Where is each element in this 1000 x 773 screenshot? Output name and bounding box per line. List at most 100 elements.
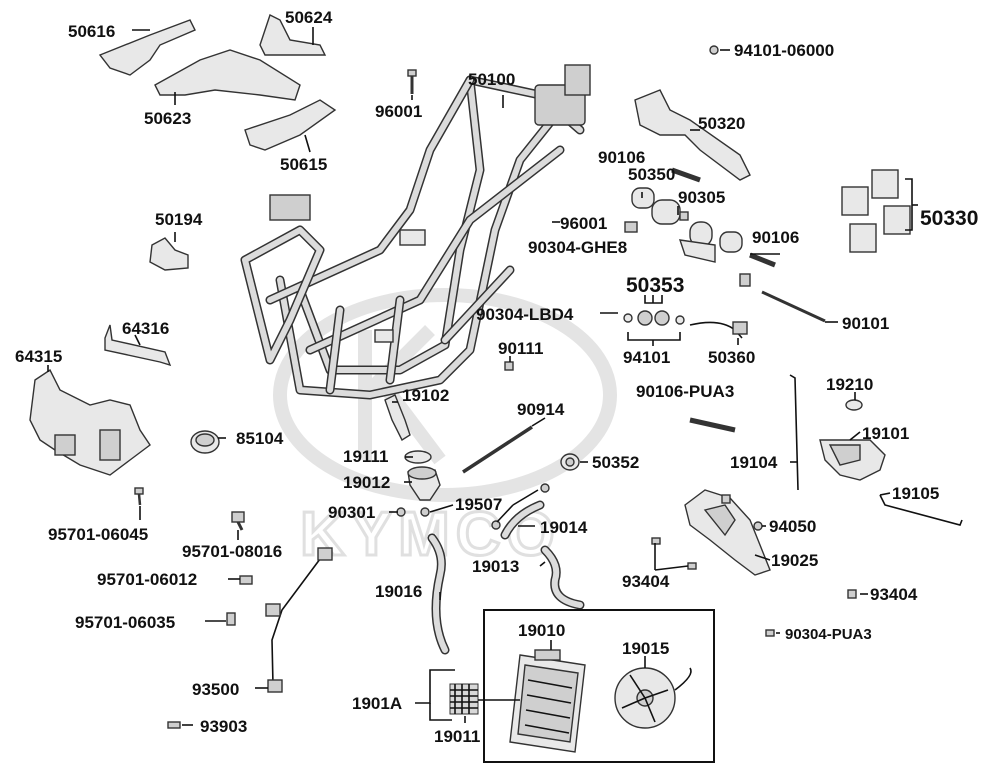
clamp-90301	[396, 507, 406, 517]
radiator-19010	[509, 649, 586, 753]
label-50350: 50350	[628, 165, 675, 184]
label-19025: 19025	[771, 551, 818, 570]
label-50194: 50194	[155, 210, 203, 229]
label-1901a: 1901A	[352, 694, 402, 713]
label-90106-upper: 90106	[598, 148, 645, 167]
label-19210: 19210	[826, 375, 873, 394]
label-90304-lbd4: 90304-LBD4	[476, 305, 574, 324]
label-50624: 50624	[285, 8, 333, 27]
rubber-blocks-50330	[841, 169, 911, 253]
screen-19011	[449, 683, 479, 715]
main-frame	[240, 64, 591, 400]
bolt-95701-06045	[134, 487, 144, 506]
bracket-50615	[244, 99, 337, 151]
bracket-50616	[98, 19, 196, 76]
label-50360: 50360	[708, 348, 755, 367]
label-50320: 50320	[698, 114, 745, 133]
label-19101: 19101	[862, 424, 909, 443]
label-93404-left: 93404	[622, 572, 670, 591]
label-50616: 50616	[68, 22, 115, 41]
bracket-64316	[104, 324, 172, 367]
label-93903: 93903	[200, 717, 247, 736]
label-93404-right: 93404	[870, 585, 918, 604]
rod-90914	[462, 425, 533, 474]
label-95701-06012: 95701-06012	[97, 570, 197, 589]
part-labels: 50616 50624 50623 50615 96001 50100 9410…	[15, 8, 978, 746]
bolt-95701-08016	[231, 511, 245, 531]
label-96001-top: 96001	[375, 102, 422, 121]
tube-19104	[789, 374, 799, 491]
hose-19105	[879, 494, 963, 526]
leader-lines	[47, 27, 918, 726]
reservoir-19101	[819, 439, 886, 481]
label-90305: 90305	[678, 188, 725, 207]
clamp-19507	[420, 483, 550, 530]
bolt-94050	[721, 494, 763, 531]
label-19111: 19111	[343, 447, 388, 466]
nut-94101-06000	[709, 45, 719, 55]
label-96001-mid: 96001	[560, 214, 607, 233]
label-90106-lower: 90106	[752, 228, 799, 247]
bolt-90304-pua3	[765, 629, 775, 637]
label-50353: 50353	[626, 274, 684, 297]
hose-19013	[540, 545, 585, 610]
label-95701-08016: 95701-08016	[182, 542, 282, 561]
bracket-93500	[265, 547, 333, 693]
label-90301: 90301	[328, 503, 375, 522]
label-90304-pua3: 90304-PUA3	[785, 626, 872, 643]
label-85104: 85104	[236, 429, 284, 448]
bracket-19102	[384, 394, 411, 442]
filler-19012	[407, 466, 441, 501]
bracket-50194	[149, 237, 189, 271]
label-94050: 94050	[769, 517, 816, 536]
label-95701-06045: 95701-06045	[48, 525, 148, 544]
label-19104: 19104	[730, 453, 778, 472]
label-90106-pua3: 90106-PUA3	[636, 382, 734, 401]
bracket-50320	[634, 89, 751, 181]
link-50360	[689, 321, 748, 339]
bolt-95701-06012	[239, 575, 253, 585]
label-19015: 19015	[622, 639, 669, 658]
cap-19210	[845, 399, 863, 411]
label-95701-06035: 95701-06035	[75, 613, 175, 632]
bolt-96001-top	[407, 69, 417, 94]
shroud-19025	[684, 489, 771, 576]
bolt-95701-06035	[226, 612, 236, 626]
bolt-93903	[167, 721, 181, 729]
label-93500: 93500	[192, 680, 239, 699]
bolt-90106-pua3	[689, 417, 736, 433]
fan-19015	[614, 667, 692, 729]
label-19102: 19102	[402, 386, 449, 405]
label-50352: 50352	[592, 453, 639, 472]
label-50100: 50100	[468, 70, 515, 89]
label-19507: 19507	[455, 495, 502, 514]
washers-50353	[623, 310, 685, 326]
label-64315: 64315	[15, 347, 62, 366]
label-50615: 50615	[280, 155, 327, 174]
label-90111: 90111	[498, 339, 543, 358]
label-64316: 64316	[122, 319, 169, 338]
label-19016: 19016	[375, 582, 422, 601]
label-19014: 19014	[540, 518, 588, 537]
label-19011: 19011	[434, 727, 480, 746]
hose-19014	[500, 500, 545, 540]
label-90914: 90914	[517, 400, 565, 419]
label-19012: 19012	[343, 473, 390, 492]
label-50623: 50623	[144, 109, 191, 128]
label-19010: 19010	[518, 621, 565, 640]
bushing-50352	[560, 453, 580, 471]
engine-hanger-50350	[624, 167, 826, 323]
label-50330: 50330	[920, 207, 978, 230]
label-94101: 94101	[623, 348, 670, 367]
bracket-50624	[259, 14, 327, 56]
carrier-64315	[29, 368, 151, 476]
bolt-90111	[504, 361, 514, 371]
bolt-93404-left	[651, 537, 697, 570]
label-19105: 19105	[892, 484, 939, 503]
label-94101-06000: 94101-06000	[734, 41, 834, 60]
bolt-93404-right	[847, 589, 857, 599]
label-90101: 90101	[842, 314, 889, 333]
cap-85104	[190, 430, 220, 454]
label-90304-ghe8: 90304-GHE8	[528, 238, 627, 257]
